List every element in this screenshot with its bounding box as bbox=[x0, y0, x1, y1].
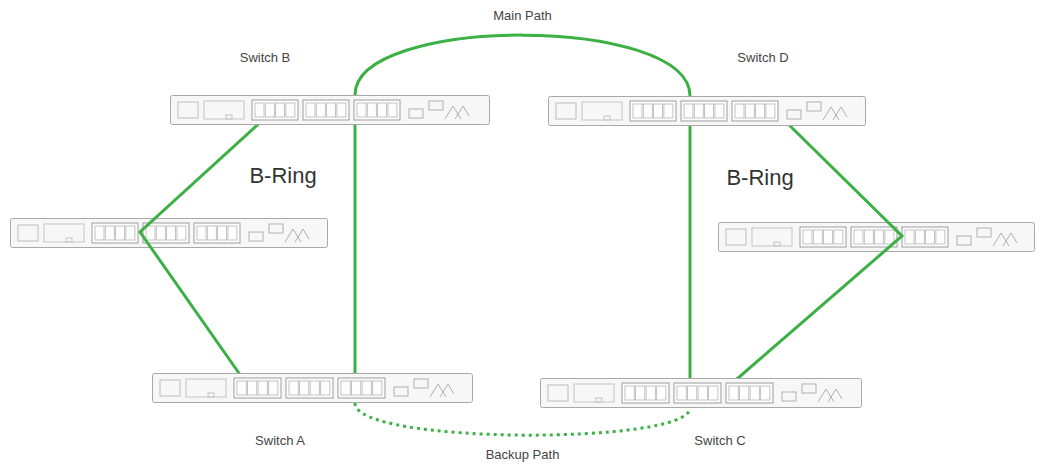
switch-illustration bbox=[153, 374, 473, 403]
switch-drawing bbox=[548, 96, 866, 126]
switch-name: Switch C bbox=[694, 433, 745, 448]
switch-name: Switch A bbox=[255, 433, 305, 448]
switch-name: Switch D bbox=[737, 50, 788, 65]
network-switch: Switch B bbox=[170, 95, 490, 125]
ring-label: B-Ring bbox=[249, 163, 316, 189]
main-path-line bbox=[689, 126, 692, 378]
switch-name: Switch B bbox=[240, 50, 291, 65]
ring-label: B-Ring bbox=[726, 165, 793, 191]
switch-illustration bbox=[541, 379, 862, 408]
switch-illustration bbox=[549, 97, 866, 126]
network-switch: Switch D bbox=[548, 96, 866, 126]
switch-drawing bbox=[170, 95, 490, 125]
network-switch: Switch A bbox=[152, 373, 473, 403]
ring-wires bbox=[140, 118, 902, 392]
switch-illustration bbox=[719, 223, 1035, 252]
main-path-line bbox=[354, 125, 357, 373]
path-label: Main Path bbox=[490, 8, 555, 23]
switch-drawing bbox=[152, 373, 473, 403]
main-path-line bbox=[355, 35, 690, 96]
switch-illustration bbox=[171, 96, 490, 125]
switch-drawing bbox=[540, 378, 862, 408]
path-label: Backup Path bbox=[483, 447, 563, 462]
switch-illustration bbox=[11, 219, 328, 248]
network-switch: Switch C bbox=[540, 378, 862, 408]
